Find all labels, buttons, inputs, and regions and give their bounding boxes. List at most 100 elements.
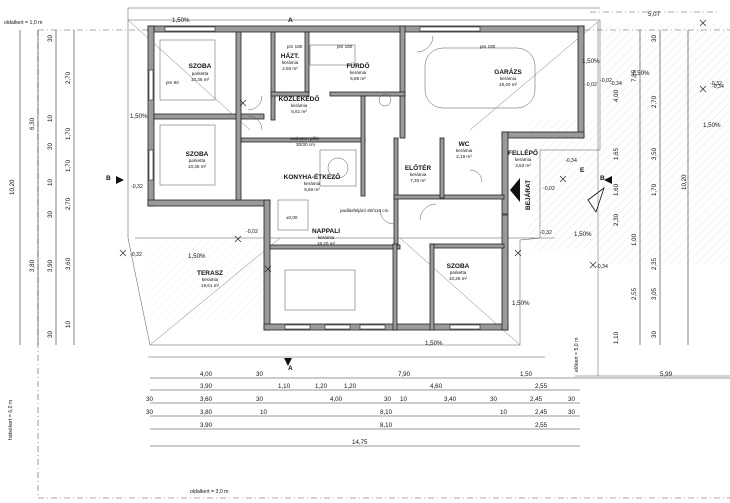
dim-total: 14,75	[352, 439, 368, 446]
dim-row2-5: 2,55	[535, 383, 548, 390]
dim-left-inner-2: 1,70	[65, 159, 72, 172]
dimension-chains-left: 10,20 6,30 3,80 3,90 2,70 1,70 1,70 2,70…	[9, 30, 75, 345]
slope-9: 1,50%	[582, 58, 600, 65]
dim-right-c-5: 3,05	[651, 287, 658, 300]
dim-row3-1: 3,60	[200, 396, 213, 403]
dim-row5-2: 2,55	[535, 422, 548, 429]
level-3: -0,32	[130, 252, 142, 258]
furniture	[159, 39, 536, 311]
dim-left-inner-4: 3,60	[65, 257, 72, 270]
level-9: -0,34	[712, 84, 724, 90]
bejarat-label: BEJÁRAT	[523, 180, 532, 210]
level-1: -0,32	[131, 184, 143, 190]
section-b-arrow-right	[604, 176, 612, 184]
dim-right-outer: 10,20	[681, 174, 688, 190]
section-b-left: B	[106, 175, 111, 182]
dim-right-b-1: 1,65	[613, 147, 620, 160]
dim-row5-0: 3,90	[200, 422, 213, 429]
slope-5: 1,50%	[512, 300, 530, 307]
level-11: -0,02	[543, 186, 555, 192]
room-szoba-2-floor: parketta	[189, 158, 206, 163]
room-labels: SZOBA parketta 10,36 m² HÁZT. kerámia 2,…	[186, 51, 538, 288]
slope-7: 1,50%	[703, 122, 721, 129]
section-a-arrow	[284, 358, 292, 366]
dim-right-a-2: 2,55	[631, 287, 638, 300]
slope-2: 1,50%	[130, 113, 148, 120]
room-wc-floor: kerámia	[456, 148, 473, 153]
dim-row1-1: 30	[256, 371, 263, 378]
dim-row5-1: 8,10	[380, 422, 393, 429]
pm90-label: pm 90	[166, 80, 179, 85]
level-6: -0,34	[565, 158, 577, 164]
pm180-left-label: pm 180	[287, 44, 303, 49]
dim-left-inner2-0: 30	[47, 35, 54, 42]
dim-row4-6: 30	[568, 409, 575, 416]
room-wc-area: 2,19 m²	[456, 154, 472, 159]
level-markers	[119, 19, 707, 273]
dim-left-inner2-5: 10	[65, 321, 72, 328]
dim-row4-1: 3,80	[200, 409, 213, 416]
room-eloter-floor: kerámia	[410, 172, 427, 177]
section-b-arrow-left	[116, 176, 124, 184]
dim-row4-0: 30	[146, 409, 153, 416]
elokert-label: előkert = 5,0 m	[574, 338, 580, 372]
dim-right-c-6: 30	[651, 331, 658, 338]
room-szoba-1-name: SZOBA	[189, 63, 212, 70]
room-garazs-area: 18,40 m²	[499, 82, 518, 87]
room-konyha-area: 8,60 m²	[304, 187, 320, 192]
dim-left-inner2-6: 30	[47, 331, 54, 338]
dim-row1-0: 4,00	[200, 371, 213, 378]
dim-top-right: 5,07	[648, 11, 661, 18]
room-furdo-area: 5,85 m²	[350, 76, 366, 81]
dim-right-b-2: 1,60	[613, 183, 620, 196]
room-kozlekedo-floor: kerámia	[291, 103, 308, 108]
dim-right-c-1: 2,70	[651, 95, 658, 108]
annotations: oldalkert = 1,0 m oldalkert = 3,0 m háts…	[4, 17, 612, 495]
section-e-label: E	[580, 167, 585, 174]
dim-left-inner2-3: 10	[47, 179, 54, 186]
pm180-right-label: pm 180	[480, 44, 496, 49]
entrance-arrow	[510, 178, 520, 202]
room-hazt-area: 2,50 m²	[282, 66, 298, 71]
room-szoba-3-name: SZOBA	[447, 263, 470, 270]
room-garazs-name: GARÁZS	[494, 67, 522, 76]
dim-row3-4: 30	[384, 396, 391, 403]
dim-right-c-3: 2,35	[651, 257, 658, 270]
outer-walls	[147, 25, 585, 331]
pm180-mid-label: pm 180	[337, 44, 353, 49]
dim-row3-9: 30	[568, 396, 575, 403]
level-7: -0,32	[540, 230, 552, 236]
level-5: -0,34	[610, 81, 622, 87]
slope-1: 1,50%	[172, 17, 190, 24]
dim-row1-4: 5,99	[660, 371, 673, 378]
dim-row3-2: 30	[256, 396, 263, 403]
oldalkert-bottom-label: oldalkert = 3,0 m	[190, 489, 229, 495]
room-fellepo-name: FELLÉPŐ	[508, 148, 538, 157]
dim-row4-5: 2,45	[535, 409, 548, 416]
dim-right-c-4: 1,70	[651, 183, 658, 196]
room-szoba-3-floor: parketta	[450, 270, 467, 275]
room-furdo-name: FÜRDŐ	[346, 61, 369, 70]
pillar-size-label: 30/30 cm	[296, 142, 315, 147]
slope-4: 1,50%	[425, 340, 443, 347]
paving-areas	[148, 24, 728, 320]
room-eloter-area: 7,30 m²	[410, 178, 426, 183]
room-fellepo-area: 3,53 m²	[515, 163, 531, 168]
room-fellepo-floor: kerámia	[515, 157, 532, 162]
room-kozlekedo-name: KÖZLEKEDŐ	[279, 94, 320, 103]
dim-left-mid-1: 3,80	[29, 259, 36, 272]
dim-row1-3: 1,50	[520, 371, 533, 378]
zero-level-label: ±0,00	[286, 215, 298, 220]
slope-8: 1,50%	[574, 231, 592, 238]
level-10: -0,32	[710, 81, 722, 87]
dim-row2-1: 1,10	[278, 383, 291, 390]
room-szoba-1-area: 10,36 m²	[191, 77, 210, 82]
dim-row3-5: 10	[400, 396, 407, 403]
section-a-bottom: A	[288, 365, 293, 372]
dim-left-inner-1: 1,70	[65, 127, 72, 140]
room-terasz-name: TERASZ	[197, 270, 223, 277]
pillar-label: vasbeton pillér	[290, 136, 320, 141]
dim-right-a-1: 1,00	[631, 233, 638, 246]
dim-row4-3: 8,10	[380, 409, 393, 416]
